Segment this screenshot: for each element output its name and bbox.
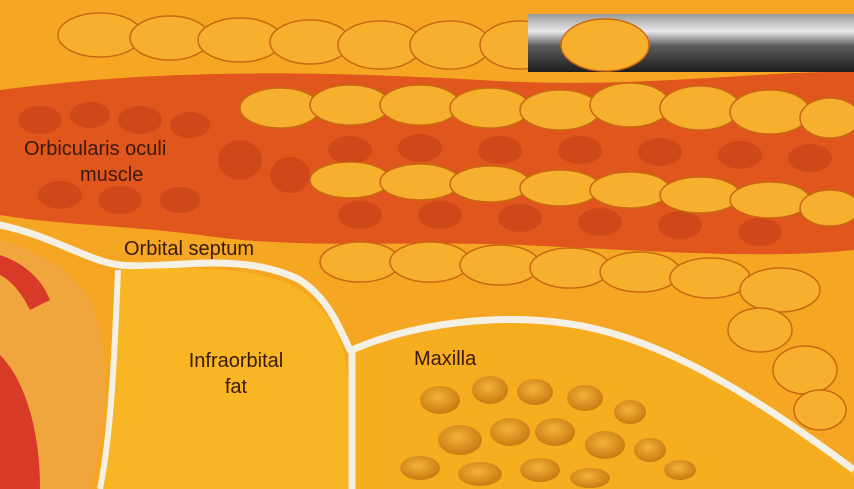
label-infraorbital-fat: Infraorbital fat — [170, 348, 302, 400]
instrument-tip-bundle — [561, 19, 649, 71]
label-infraorbital-line1: Infraorbital — [170, 348, 302, 374]
label-maxilla: Maxilla — [414, 346, 476, 372]
label-orbicularis-line2: muscle — [24, 162, 224, 188]
label-orbital-septum: Orbital septum — [124, 236, 254, 262]
label-orbicularis-oculi-muscle: Orbicularis oculi muscle — [24, 136, 224, 188]
label-infraorbital-line2: fat — [170, 374, 302, 400]
label-orbicularis-line1: Orbicularis oculi — [24, 136, 224, 162]
